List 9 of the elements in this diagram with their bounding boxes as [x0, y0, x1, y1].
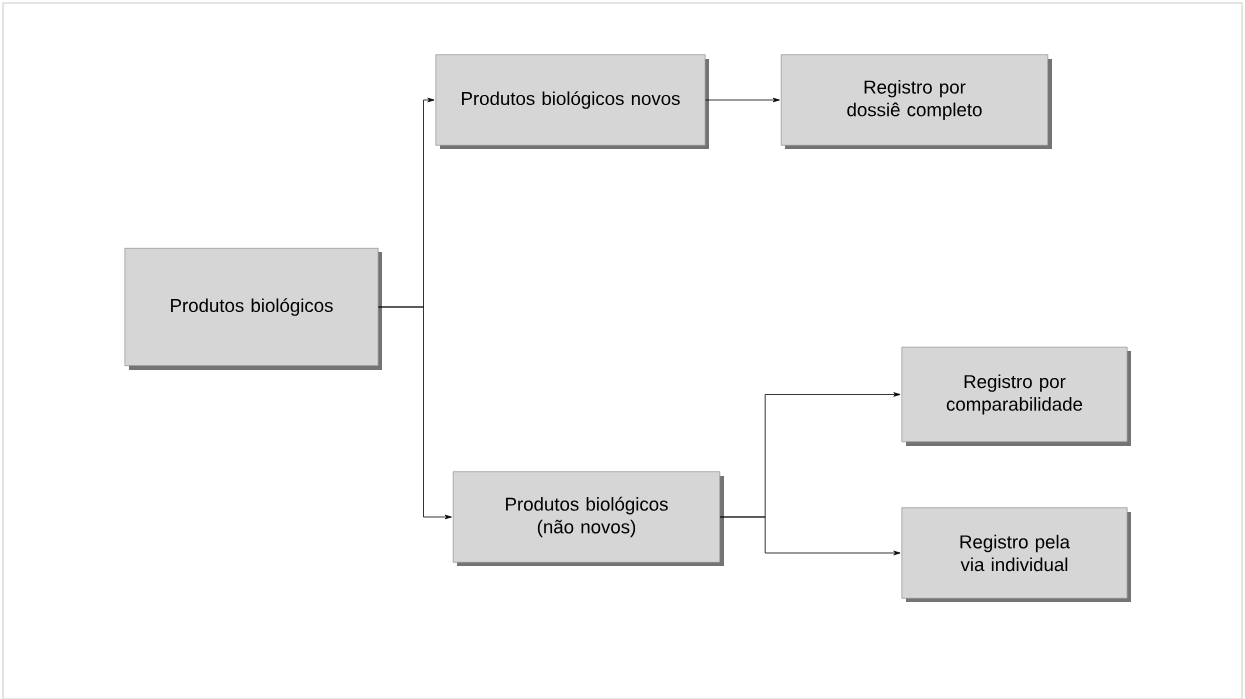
process-box: Registro por dossiê completo: [780, 54, 1052, 149]
arrow: [719, 516, 901, 556]
arrow: [378, 306, 452, 520]
process-box: Registro pela via individual: [901, 507, 1131, 602]
arrow: [705, 97, 780, 103]
process-box: Produtos biológicos novos: [435, 54, 709, 149]
process-box: Registro por comparabilidade: [901, 346, 1131, 446]
process-box: Produtos biológicos (não novos): [452, 471, 724, 566]
process-box: Produtos biológicos: [124, 248, 382, 370]
